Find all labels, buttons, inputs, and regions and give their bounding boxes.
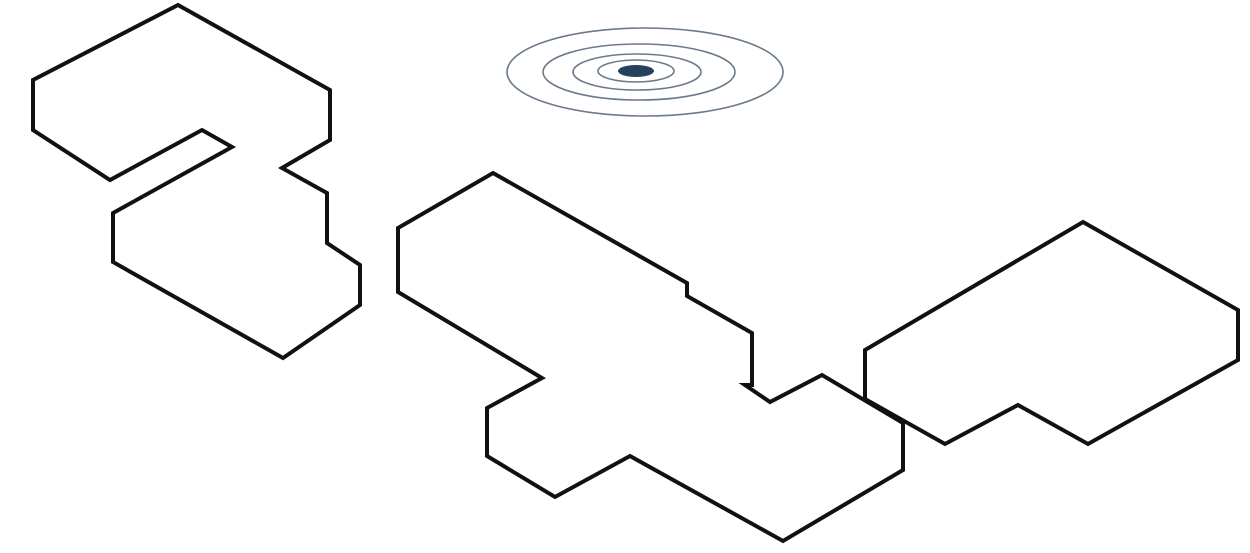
- left-shape-outline: [33, 5, 360, 358]
- middle-shape-outline: [398, 173, 903, 541]
- concentric-rings-marker: [507, 28, 783, 116]
- center-dot: [618, 65, 654, 77]
- right-shape-outline: [865, 222, 1238, 444]
